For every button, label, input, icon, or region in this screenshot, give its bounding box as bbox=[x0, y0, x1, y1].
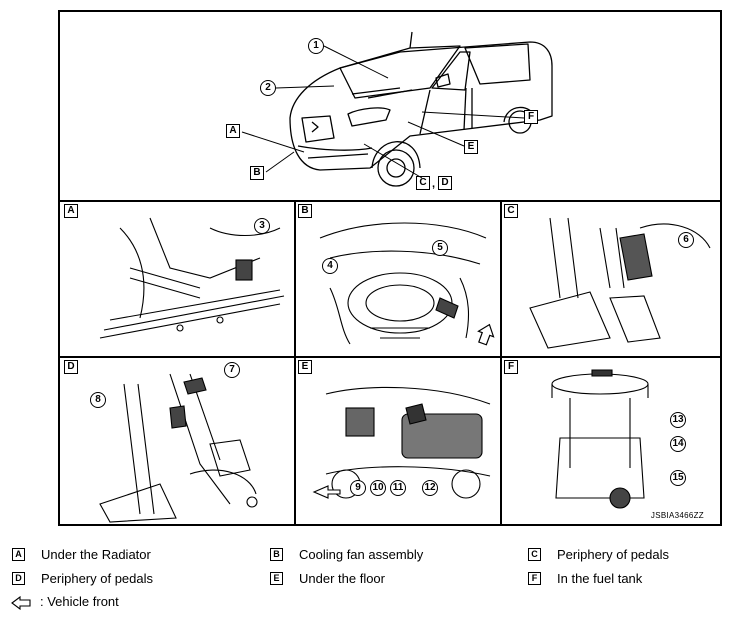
callout-1: 1 bbox=[308, 38, 324, 54]
callout-7: 7 bbox=[224, 362, 240, 378]
legend-item-f: F In the fuel tank bbox=[528, 571, 642, 587]
callout-11: 11 bbox=[390, 480, 406, 496]
grid-line-middle bbox=[60, 356, 720, 358]
panel-a-illustration bbox=[99, 217, 285, 339]
grid-line-top bbox=[60, 200, 720, 202]
panel-f-illustration bbox=[551, 369, 649, 509]
panel-e-illustration bbox=[312, 386, 491, 499]
leader-line-2 bbox=[275, 85, 335, 89]
legend-label: In the fuel tank bbox=[557, 571, 643, 586]
grid-line-left bbox=[294, 200, 296, 524]
panel-tag-a: A bbox=[64, 204, 78, 218]
location-tag-f: F bbox=[524, 110, 538, 124]
legend-item-a: A Under the Radiator bbox=[12, 547, 151, 563]
legend-label: Under the Radiator bbox=[41, 547, 151, 562]
callout-13: 13 bbox=[670, 412, 686, 428]
panel-d-illustration bbox=[99, 373, 258, 523]
panel-tag-b: B bbox=[298, 204, 312, 218]
callout-10: 10 bbox=[370, 480, 386, 496]
vehicle-front-arrow-icon bbox=[11, 595, 31, 610]
leader-line-f bbox=[421, 111, 525, 119]
legend-item-d: D Periphery of pedals bbox=[12, 571, 153, 587]
legend-item-b: B Cooling fan assembly bbox=[270, 547, 423, 563]
legend-key: A bbox=[12, 548, 25, 562]
grid-line-right bbox=[500, 200, 502, 524]
leader-line-1 bbox=[323, 45, 389, 79]
panel-c-illustration bbox=[529, 217, 711, 349]
legend-key: E bbox=[270, 572, 283, 586]
vehicle-front-label: : Vehicle front bbox=[40, 594, 119, 609]
location-tag-b: B bbox=[250, 166, 264, 180]
callout-9: 9 bbox=[350, 480, 366, 496]
panel-tag-c: C bbox=[504, 204, 518, 218]
panel-tag-f: F bbox=[504, 360, 518, 374]
callout-14: 14 bbox=[670, 436, 686, 452]
legend-label: Under the floor bbox=[299, 571, 385, 586]
panel-tag-d: D bbox=[64, 360, 78, 374]
legend-label: Periphery of pedals bbox=[41, 571, 154, 586]
leader-line-a bbox=[241, 131, 305, 153]
panel-tag-e: E bbox=[298, 360, 312, 374]
diagram-frame: 1 2 A B C , D E F A 3 B bbox=[58, 10, 722, 526]
location-tag-d: D bbox=[438, 176, 452, 190]
location-tag-c: C bbox=[416, 176, 430, 190]
callout-4: 4 bbox=[322, 258, 338, 274]
image-code: JSBIA3466ZZ bbox=[650, 511, 704, 520]
legend-label: Periphery of pedals bbox=[557, 547, 670, 562]
callout-15: 15 bbox=[670, 470, 686, 486]
callout-3: 3 bbox=[254, 218, 270, 234]
legend-item-vehicle-front: : Vehicle front bbox=[10, 594, 119, 610]
callout-6: 6 bbox=[678, 232, 694, 248]
location-tag-e: E bbox=[464, 140, 478, 154]
leader-line-cd bbox=[363, 143, 423, 179]
legend-item-e: E Under the floor bbox=[270, 571, 385, 587]
location-tag-a: A bbox=[226, 124, 240, 138]
callout-8: 8 bbox=[90, 392, 106, 408]
legend-key: F bbox=[528, 572, 541, 586]
callout-12: 12 bbox=[422, 480, 438, 496]
legend-key: C bbox=[528, 548, 541, 562]
leader-line-e bbox=[407, 121, 465, 147]
legend-key: B bbox=[270, 548, 283, 562]
legend-label: Cooling fan assembly bbox=[299, 547, 424, 562]
callout-2: 2 bbox=[260, 80, 276, 96]
leader-line-b bbox=[265, 151, 295, 173]
location-separator: , bbox=[432, 178, 436, 190]
legend-key: D bbox=[12, 572, 25, 586]
legend-item-c: C Periphery of pedals bbox=[528, 547, 669, 563]
callout-5: 5 bbox=[432, 240, 448, 256]
panel-b-illustration bbox=[319, 222, 495, 346]
